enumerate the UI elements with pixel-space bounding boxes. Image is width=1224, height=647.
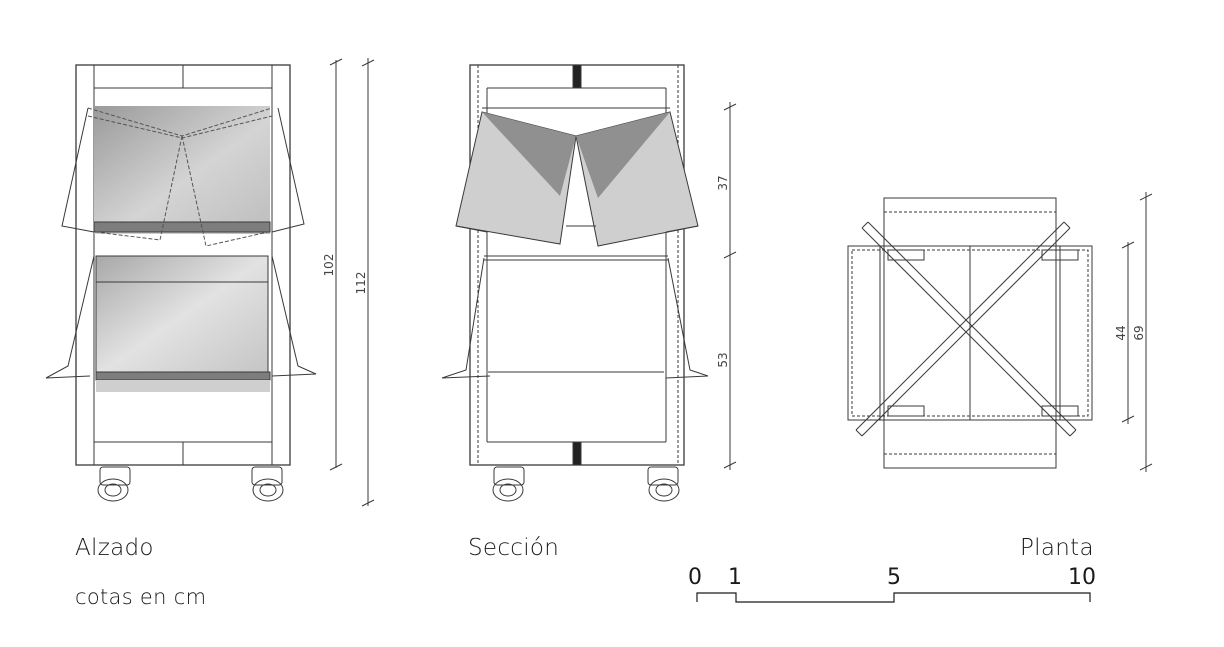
- planta-cross-bars: [855, 221, 1077, 437]
- seccion-dim-53: 53: [716, 352, 730, 367]
- alzado-dim-102: 102: [322, 254, 336, 277]
- planta-outer: [883, 197, 1057, 469]
- scale-tick-1: 1: [728, 565, 742, 590]
- seccion-wheel-right: [647, 466, 680, 502]
- label-units-note: cotas en cm: [75, 585, 207, 609]
- scale-tick-5: 5: [887, 565, 901, 590]
- alzado-dimension-lines: [329, 58, 375, 507]
- alzado-dim-112: 112: [354, 272, 368, 295]
- planta-plan: [847, 192, 1153, 472]
- alzado-wheel-right: [251, 466, 284, 502]
- scale-bar: [696, 592, 1091, 603]
- label-seccion: Sección: [468, 535, 560, 561]
- label-alzado: Alzado: [75, 535, 154, 561]
- seccion-section: [441, 64, 737, 502]
- alzado-wheel-left: [97, 466, 131, 502]
- planta-dimension-lines: [1121, 192, 1153, 472]
- alzado-elevation: [45, 58, 375, 507]
- scale-tick-0: 0: [688, 565, 702, 590]
- alzado-top-bin: [94, 106, 270, 234]
- scale-tick-10: 10: [1068, 565, 1096, 590]
- label-planta: Planta: [1020, 535, 1094, 561]
- seccion-dimension-lines: [723, 102, 737, 470]
- seccion-dim-37: 37: [716, 175, 730, 190]
- seccion-wheel-left: [492, 466, 525, 502]
- planta-dim-44: 44: [1114, 325, 1128, 340]
- planta-dim-69: 69: [1132, 325, 1146, 340]
- alzado-bottom-bin: [95, 255, 269, 377]
